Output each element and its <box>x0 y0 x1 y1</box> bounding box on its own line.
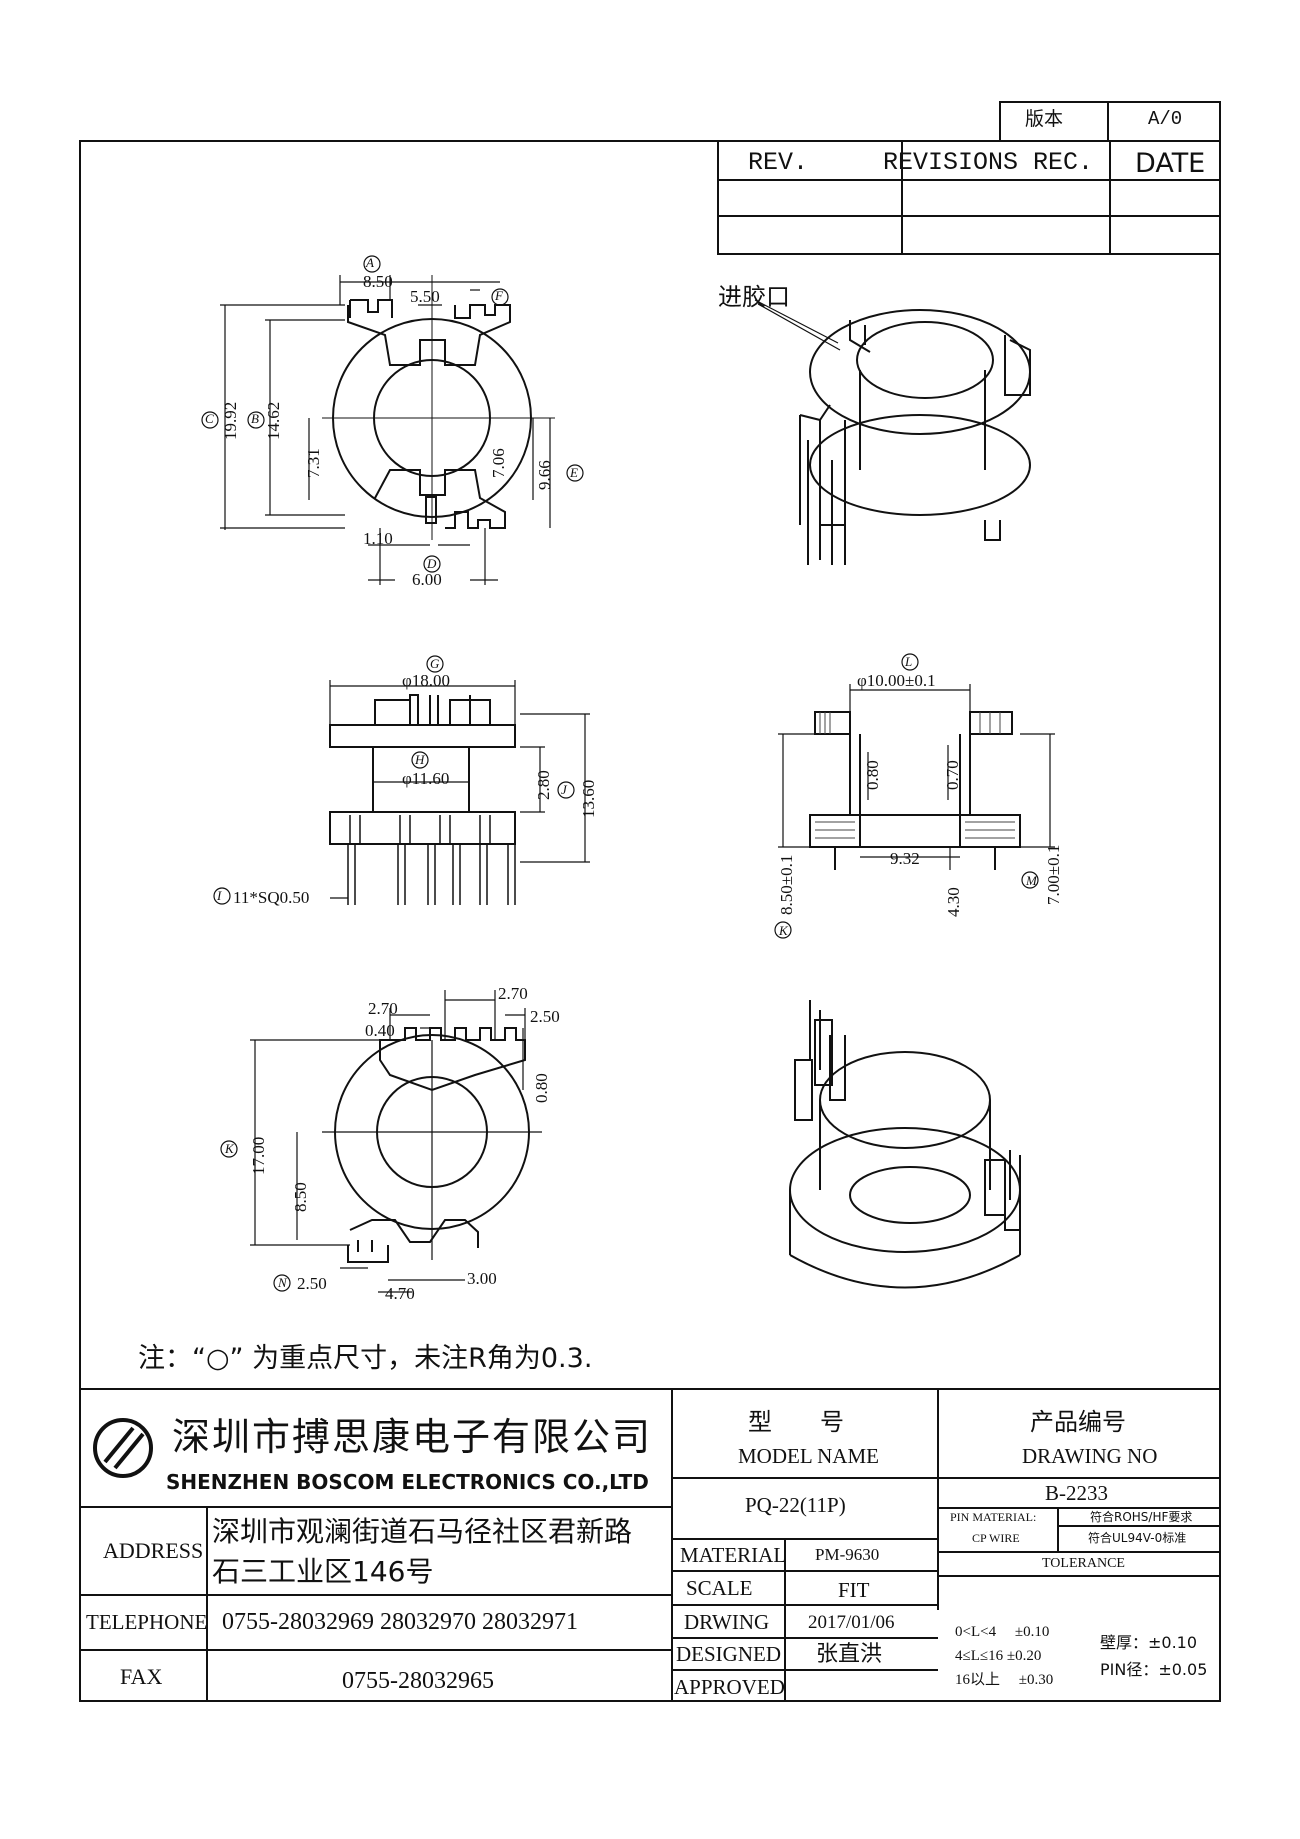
circled-F: F <box>495 288 503 303</box>
dim-17-00: 17.00 <box>249 1136 268 1175</box>
designed-label: DESIGNED <box>676 1642 781 1666</box>
circled-M: M <box>1026 873 1037 888</box>
fax-value: 0755-28032965 <box>342 1668 494 1694</box>
dim-0-80-bottom: 0.80 <box>532 1073 551 1103</box>
tolerance-row-1: 0<L<4 ±0.10 <box>955 1624 1050 1640</box>
date-header: DATE <box>1135 148 1206 179</box>
dim-19-92: 19.92 <box>221 401 240 440</box>
dim-7-00: 7.00±0.1 <box>1044 844 1063 905</box>
revisions-header: REVISIONS REC. <box>883 148 1094 177</box>
dim-1-10: 1.10 <box>363 529 393 548</box>
dim-4-70: 4.70 <box>385 1284 415 1303</box>
company-logo <box>93 1418 153 1478</box>
top-view <box>201 255 584 585</box>
dim-7-31: 7.31 <box>304 448 323 478</box>
circled-H: H <box>415 752 425 767</box>
scale-label: SCALE <box>686 1576 753 1600</box>
wall-thickness-tol: 壁厚：±0.10 <box>1100 1633 1198 1652</box>
circled-C: C <box>205 411 214 426</box>
dim-8-50-bottom: 8.50 <box>291 1182 310 1212</box>
dim-8-50-sec: 8.50±0.1 <box>777 854 796 915</box>
pin-material-label: PIN MATERIAL: <box>950 1510 1037 1524</box>
scale-value: FIT <box>838 1578 870 1602</box>
drawing-no-label-cn: 产品编号 <box>1030 1408 1126 1436</box>
dim-2-50-top: 2.50 <box>530 1007 560 1026</box>
circled-B: B <box>251 411 259 426</box>
drawing-border <box>79 140 1221 1702</box>
iso-view-top <box>754 299 1031 565</box>
rohs-compliance: 符合ROHS/HF要求 <box>1090 1510 1193 1524</box>
circled-G: G <box>430 656 440 671</box>
circled-K-bottom: K <box>225 1141 234 1156</box>
circled-L: L <box>905 654 913 669</box>
gate-label: 进胶口 <box>718 283 790 311</box>
dim-6-00: 6.00 <box>412 570 442 589</box>
dim-3-00: 3.00 <box>467 1269 497 1288</box>
dim-phi-10-00: φ10.00±0.1 <box>857 671 936 690</box>
tolerance-row-3: 16以上 ±0.30 <box>955 1672 1054 1688</box>
model-label-en: MODEL NAME <box>738 1444 879 1468</box>
model-label-cn: 型 号 <box>748 1408 844 1436</box>
dim-2-70-right: 2.70 <box>498 984 528 1003</box>
cp-wire: CP WIRE <box>972 1531 1020 1545</box>
circled-K-sec: K <box>779 923 788 938</box>
tolerance-label: TOLERANCE <box>1042 1556 1125 1571</box>
note-text: 注：“○” 为重点尺寸，未注R角为0.3. <box>138 1343 593 1374</box>
drawing-no-label-en: DRAWING NO <box>1022 1444 1158 1468</box>
material-value: PM-9630 <box>815 1545 880 1564</box>
approved-label: APPROVED <box>674 1675 785 1699</box>
dim-9-32: 9.32 <box>890 849 920 868</box>
drawing-date-label: DRWING <box>684 1610 770 1634</box>
version-value: A/0 <box>1148 108 1183 130</box>
circled-J: J <box>561 782 567 797</box>
dim-0-80-sec: 0.80 <box>863 760 882 790</box>
revision-table <box>717 140 1221 255</box>
iso-view-bottom <box>789 1000 1021 1289</box>
address-label: ADDRESS <box>103 1538 204 1563</box>
dim-0-40: 0.40 <box>365 1021 395 1040</box>
side-view <box>213 655 590 905</box>
dim-13-60: 13.60 <box>579 779 598 818</box>
rev-header: REV. <box>748 148 809 177</box>
bottom-view <box>220 990 542 1293</box>
dim-2-80: 2.80 <box>534 770 553 800</box>
address-line1: 深圳市观澜街道石马径社区君新路 <box>212 1515 633 1548</box>
company-name-en: SHENZHEN BOSCOM ELECTRONICS CO.,LTD <box>166 1470 649 1494</box>
drawing-no-value: B-2233 <box>1045 1481 1108 1505</box>
address-line2: 石三工业区146号 <box>212 1555 434 1588</box>
section-view <box>774 653 1055 939</box>
dim-9-66: 9.66 <box>535 460 554 490</box>
version-label: 版本 <box>1025 108 1064 130</box>
telephone-value: 0755-28032969 28032970 28032971 <box>222 1609 578 1635</box>
pin-diameter-tol: PIN径：±0.05 <box>1100 1660 1208 1679</box>
model-value: PQ-22(11P) <box>745 1493 846 1517</box>
designer-name: 张直洪 <box>816 1642 883 1667</box>
dim-14-62: 14.62 <box>264 401 283 440</box>
ul-compliance: 符合UL94V-0标准 <box>1088 1531 1187 1545</box>
dim-2-70-left: 2.70 <box>368 999 398 1018</box>
company-name-cn: 深圳市搏思康电子有限公司 <box>172 1415 653 1459</box>
dim-phi-11-60: φ11.60 <box>402 769 450 788</box>
drawing-date-value: 2017/01/06 <box>808 1612 895 1633</box>
dim-4-30: 4.30 <box>944 887 963 917</box>
circled-D: D <box>427 556 437 571</box>
circled-I: I <box>217 888 222 903</box>
dim-phi-18-00: φ18.00 <box>402 671 451 690</box>
dim-pins: 11*SQ0.50 <box>233 888 310 907</box>
circled-A: A <box>366 255 374 270</box>
dim-8-50: 8.50 <box>363 272 393 291</box>
circled-E: E <box>570 465 578 480</box>
circled-N: N <box>278 1275 287 1290</box>
dim-0-70-sec: 0.70 <box>943 760 962 790</box>
material-label: MATERIAL <box>680 1543 787 1567</box>
fax-label: FAX <box>120 1664 163 1689</box>
tolerance-row-2: 4≤L≤16 ±0.20 <box>955 1648 1042 1664</box>
telephone-label: TELEPHONE <box>86 1610 208 1634</box>
dim-5-50: 5.50 <box>410 287 440 306</box>
dim-7-06: 7.06 <box>489 448 508 478</box>
dim-2-50-bottom: 2.50 <box>297 1274 327 1293</box>
